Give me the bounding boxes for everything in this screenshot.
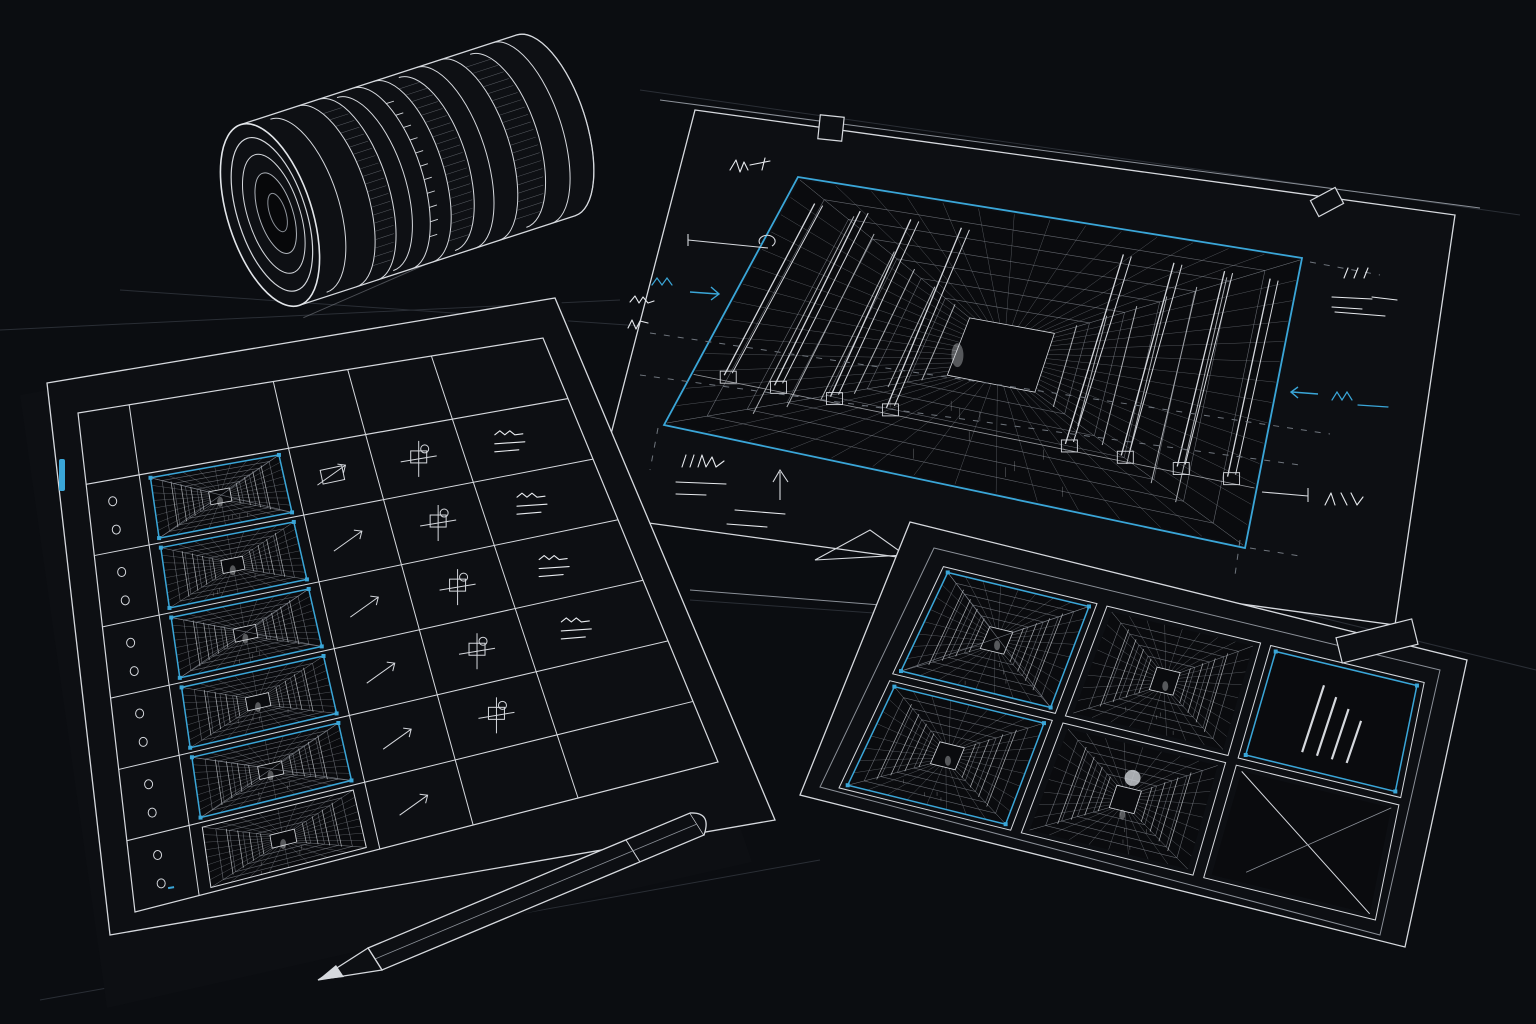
page-marker	[59, 459, 65, 491]
camera-lens-icon	[201, 23, 618, 331]
